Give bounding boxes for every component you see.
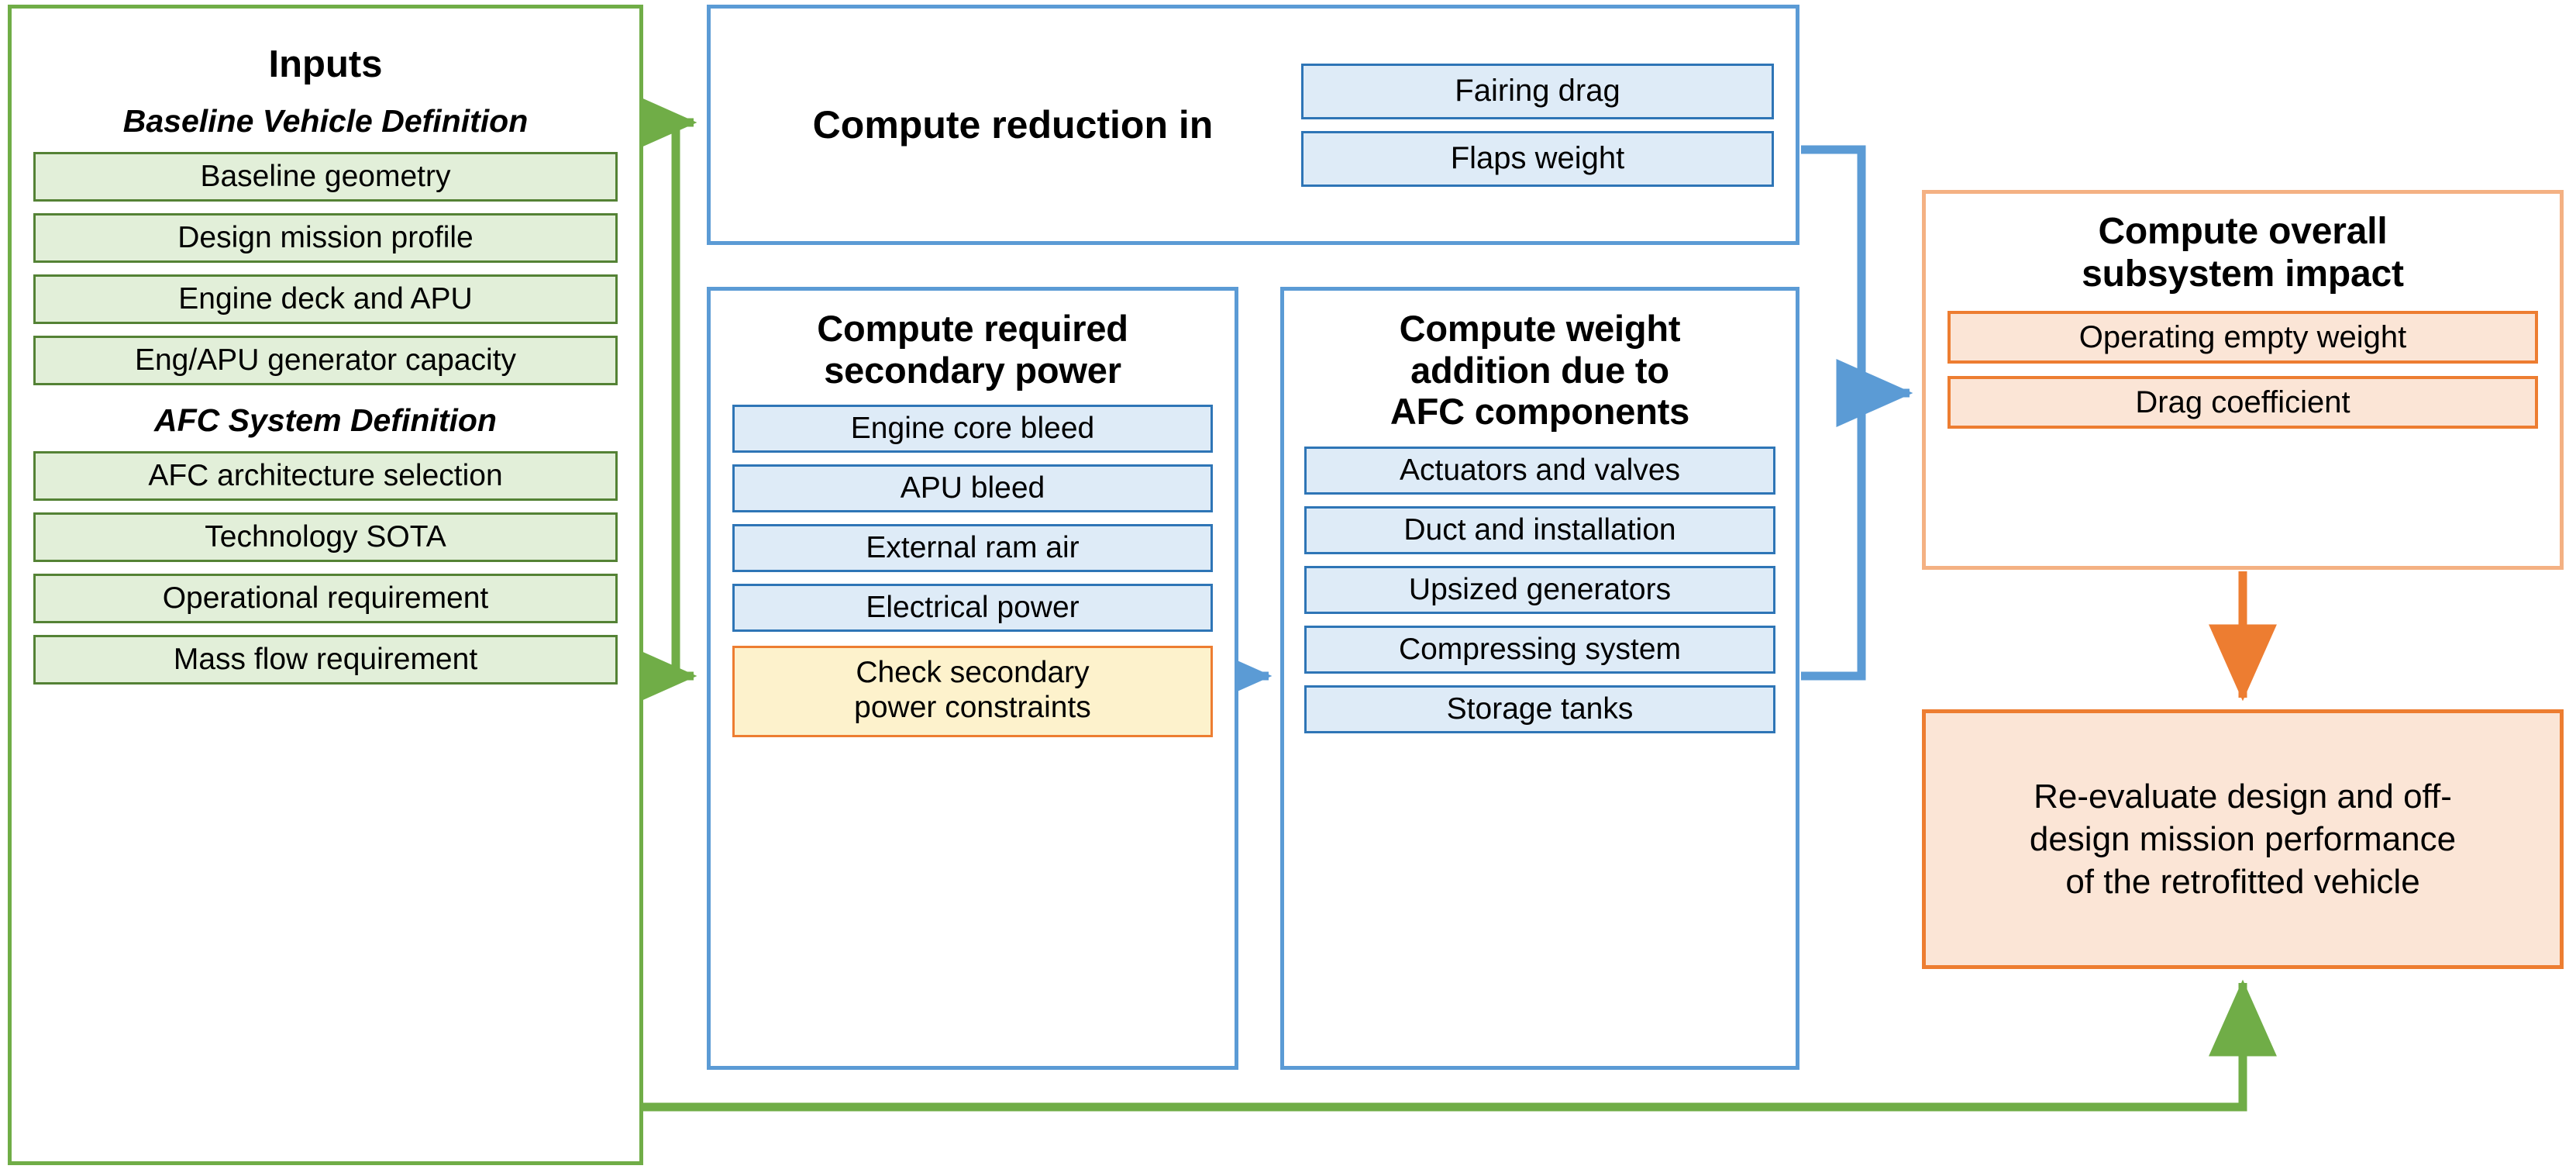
input-item-engine-deck-and-apu[interactable]: Engine deck and APU — [33, 274, 618, 324]
secondary-power-item-engine-core-bleed[interactable]: Engine core bleed — [732, 405, 1213, 454]
reevaluate-text: Re-evaluate design and off- design missi… — [2030, 775, 2456, 903]
weight-title-line-1: Compute weight — [1399, 308, 1681, 349]
reevaluate-design-box[interactable]: Re-evaluate design and off- design missi… — [1922, 709, 2564, 969]
impact-item-drag-coefficient[interactable]: Drag coefficient — [1947, 376, 2538, 429]
weight-item-actuators-and-valves[interactable]: Actuators and valves — [1304, 446, 1775, 495]
inputs-subheading-baseline-vehicle-definition: Baseline Vehicle Definition — [122, 103, 529, 139]
constraint-line-2: power constraints — [854, 691, 1091, 724]
inputs-group: Inputs Baseline Vehicle Definition Basel… — [8, 5, 643, 1165]
secondary-power-item-electrical-power[interactable]: Electrical power — [732, 584, 1213, 633]
secondary-power-item-apu-bleed[interactable]: APU bleed — [732, 464, 1213, 513]
input-item-afc-architecture-selection[interactable]: AFC architecture selection — [33, 451, 618, 501]
input-item-design-mission-profile[interactable]: Design mission profile — [33, 213, 618, 263]
impact-title-line-2: subsystem impact — [2082, 253, 2404, 295]
reevaluate-line-3: of the retrofitted vehicle — [2065, 863, 2420, 901]
reevaluate-line-1: Re-evaluate design and off- — [2034, 778, 2452, 816]
compute-reduction-title: Compute reduction in — [812, 103, 1214, 147]
weight-item-upsized-generators[interactable]: Upsized generators — [1304, 565, 1775, 614]
compute-weight-addition-group: Compute weight addition due to AFC compo… — [1280, 287, 1799, 1070]
input-item-operational-requirement[interactable]: Operational requirement — [33, 574, 618, 623]
compute-reduction-items: Fairing drag Flaps weight — [1301, 63, 1774, 187]
secondary-power-item-external-ram-air[interactable]: External ram air — [732, 524, 1213, 573]
green-trunk-line — [643, 118, 680, 676]
input-item-baseline-geometry[interactable]: Baseline geometry — [33, 152, 618, 202]
line-weight-to-rail — [1801, 393, 1866, 681]
compute-subsystem-impact-group: Compute overall subsystem impact Operati… — [1922, 190, 2564, 570]
input-item-eng-apu-generator-capacity[interactable]: Eng/APU generator capacity — [33, 336, 618, 385]
compute-reduction-group: Compute reduction in Fairing drag Flaps … — [707, 5, 1799, 245]
compute-subsystem-impact-title: Compute overall subsystem impact — [1947, 211, 2538, 295]
reduction-item-flaps-weight[interactable]: Flaps weight — [1301, 130, 1774, 187]
weight-item-duct-and-installation[interactable]: Duct and installation — [1304, 505, 1775, 554]
line-reduction-to-rail — [1801, 145, 1866, 393]
secondary-power-title-line-1: Compute required — [817, 308, 1128, 349]
inputs-subheading-afc-system-definition: AFC System Definition — [154, 402, 497, 438]
weight-title-line-2: addition due to — [1410, 349, 1669, 391]
input-item-technology-sota[interactable]: Technology SOTA — [33, 512, 618, 562]
weight-item-compressing-system[interactable]: Compressing system — [1304, 625, 1775, 674]
weight-item-storage-tanks[interactable]: Storage tanks — [1304, 685, 1775, 733]
compute-secondary-power-title: Compute required secondary power — [732, 308, 1213, 391]
impact-title-line-1: Compute overall — [2098, 211, 2388, 252]
constraint-line-1: Check secondary — [856, 656, 1090, 690]
secondary-power-title-line-2: secondary power — [824, 349, 1121, 391]
compute-secondary-power-group: Compute required secondary power Engine … — [707, 287, 1238, 1070]
weight-title-line-3: AFC components — [1390, 391, 1690, 433]
check-secondary-power-constraints-item[interactable]: Check secondary power constraints — [732, 646, 1213, 737]
impact-item-operating-empty-weight[interactable]: Operating empty weight — [1947, 311, 2538, 364]
reduction-item-fairing-drag[interactable]: Fairing drag — [1301, 63, 1774, 119]
reevaluate-line-2: design mission performance — [2029, 820, 2457, 858]
compute-weight-addition-title: Compute weight addition due to AFC compo… — [1304, 308, 1775, 433]
input-item-mass-flow-requirement[interactable]: Mass flow requirement — [33, 635, 618, 685]
inputs-heading: Inputs — [268, 43, 383, 85]
